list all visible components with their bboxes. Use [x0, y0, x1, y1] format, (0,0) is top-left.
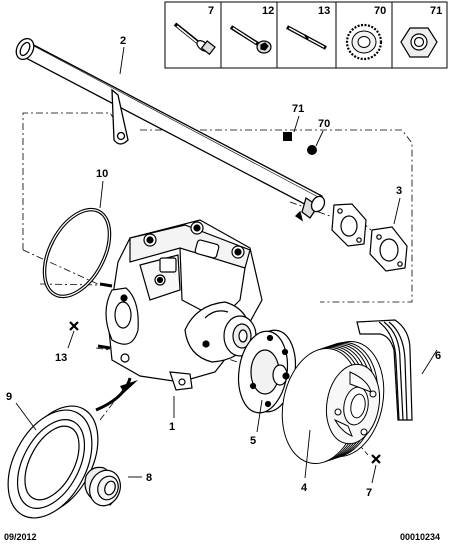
o-ring: [42, 207, 112, 299]
pipe-flange-gasket: [331, 203, 367, 247]
stud-icon: [286, 25, 327, 50]
legend-ref-71: 71: [430, 5, 442, 17]
callout-washer: 70: [318, 118, 330, 130]
callout-stud: 13: [55, 352, 67, 364]
flange-bolt-icon: [173, 22, 216, 56]
callout-nut: 71: [292, 103, 304, 115]
hardware-legend: 7 12 13 70 71: [164, 1, 448, 69]
hex-socket-bolt-icon: [229, 25, 272, 54]
drive-belt: [356, 319, 413, 421]
legend-ref-7: 7: [208, 5, 214, 17]
legend-ref-13: 13: [318, 5, 330, 17]
hex-nut-icon: [400, 27, 438, 58]
callout-gasket: 3: [396, 185, 402, 197]
callout-pulley-bolt: 7: [366, 487, 372, 499]
leader-lines: [15, 46, 438, 484]
legend-ref-70: 70: [374, 5, 386, 17]
callout-bearing: 8: [146, 472, 152, 484]
callout-pulley: 4: [301, 482, 308, 494]
callout-hub: 5: [250, 435, 256, 447]
fastener-markers: [283, 132, 317, 155]
square-nut-marker: [283, 132, 292, 141]
callout-labels: 2 10 71 70 3 1 5 6 4 7 13 9 8: [6, 35, 441, 499]
callout-belt: 6: [435, 350, 441, 362]
callout-seal: 9: [6, 391, 12, 403]
cross-markers: [69, 321, 381, 464]
coolant-pipe: [15, 37, 326, 222]
pump-bearing: [84, 466, 121, 507]
detail-arrow: [95, 377, 138, 412]
pump-hub: [237, 329, 297, 414]
legend-ref-12: 12: [262, 5, 274, 17]
callout-pump-body: 1: [169, 421, 175, 433]
pump-pulley: [281, 341, 385, 464]
footer-date: 09/2012: [4, 532, 37, 542]
water-pump-body: [97, 219, 263, 391]
pump-flange-gasket: [369, 226, 408, 272]
footer-code: 00010234: [400, 532, 440, 542]
callout-o-ring: 10: [96, 168, 108, 180]
callout-pipe: 2: [120, 35, 126, 47]
pump-seal: [7, 405, 99, 519]
serrated-washer-icon: [345, 23, 383, 61]
round-washer-marker: [307, 145, 317, 155]
